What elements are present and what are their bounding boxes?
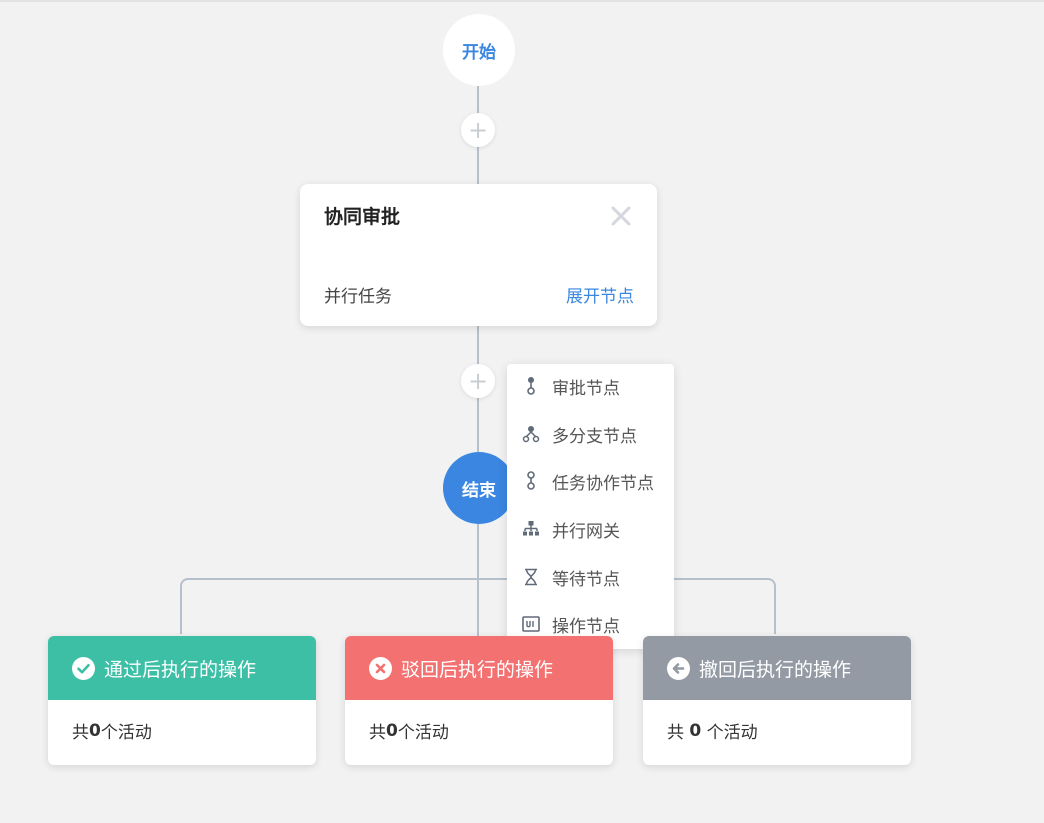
- expand-node-link[interactable]: 展开节点: [566, 287, 634, 307]
- menu-item-wait-node[interactable]: 等待节点: [507, 557, 674, 597]
- activity-count-prefix: 共: [667, 723, 690, 743]
- activity-count-prefix: 共: [72, 723, 89, 743]
- menu-item-label: 操作节点: [552, 616, 620, 637]
- start-node[interactable]: 开始: [443, 14, 515, 86]
- top-divider: [0, 0, 1044, 2]
- withdraw-operation-header: 撤回后执行的操作: [643, 636, 911, 700]
- approval-node-card[interactable]: 协同审批 并行任务 展开节点: [300, 184, 657, 326]
- check-circle-icon: [72, 656, 95, 680]
- menu-item-task-collab-node[interactable]: 任务协作节点: [507, 461, 674, 501]
- branch-line: [180, 578, 776, 634]
- approval-node-type: 并行任务: [324, 287, 392, 307]
- menu-item-approval-node[interactable]: 审批节点: [507, 366, 674, 406]
- menu-item-branch-node[interactable]: 多分支节点: [507, 414, 674, 454]
- activity-count-prefix: 共: [369, 723, 386, 743]
- add-node-button[interactable]: +: [461, 364, 495, 398]
- reject-operation-header: 驳回后执行的操作: [345, 636, 613, 700]
- close-icon[interactable]: [607, 202, 635, 230]
- approval-node-title: 协同审批: [324, 206, 401, 228]
- x-circle-icon: [369, 656, 392, 680]
- add-node-button[interactable]: +: [461, 113, 495, 147]
- end-node[interactable]: 结束: [443, 452, 515, 524]
- activity-count: 0: [89, 720, 101, 741]
- activity-count-suffix: 个活动: [100, 723, 152, 743]
- withdraw-operation-title: 撤回后执行的操作: [699, 658, 852, 681]
- connector-line: [477, 524, 479, 636]
- end-node-label: 结束: [462, 480, 496, 501]
- reject-operation-title: 驳回后执行的操作: [401, 658, 554, 681]
- add-node-menu: 审批节点 多分支节点 任务协作节点: [507, 364, 674, 649]
- activity-count-suffix: 个活动: [701, 723, 758, 743]
- activity-count: 0: [689, 720, 702, 741]
- approve-operation-title: 通过后执行的操作: [104, 658, 257, 681]
- menu-item-label: 任务协作节点: [552, 473, 654, 494]
- activity-count-suffix: 个活动: [397, 723, 449, 743]
- approval-node-icon: [521, 376, 541, 396]
- menu-item-label: 等待节点: [552, 569, 620, 590]
- approve-operation-header: 通过后执行的操作: [48, 636, 316, 700]
- start-node-label: 开始: [462, 42, 496, 63]
- plus-icon: +: [467, 367, 489, 395]
- menu-item-label: 并行网关: [552, 521, 620, 542]
- menu-item-operation-node[interactable]: 操作节点: [507, 604, 674, 644]
- activity-count: 0: [386, 720, 398, 741]
- withdraw-operation-card[interactable]: 撤回后执行的操作 共 0 个活动: [643, 636, 911, 765]
- parallel-gateway-icon: [521, 519, 541, 539]
- plus-icon: +: [467, 116, 489, 144]
- menu-item-parallel-gateway[interactable]: 并行网关: [507, 509, 674, 549]
- menu-item-label: 多分支节点: [552, 426, 637, 447]
- ui-node-icon: [521, 614, 541, 634]
- task-collab-icon: [521, 471, 541, 491]
- hourglass-icon: [521, 567, 541, 587]
- back-arrow-circle-icon: [667, 656, 690, 680]
- withdraw-operation-summary: 共 0 个活动: [643, 700, 911, 761]
- branch-node-icon: [521, 424, 541, 444]
- menu-item-label: 审批节点: [552, 378, 620, 399]
